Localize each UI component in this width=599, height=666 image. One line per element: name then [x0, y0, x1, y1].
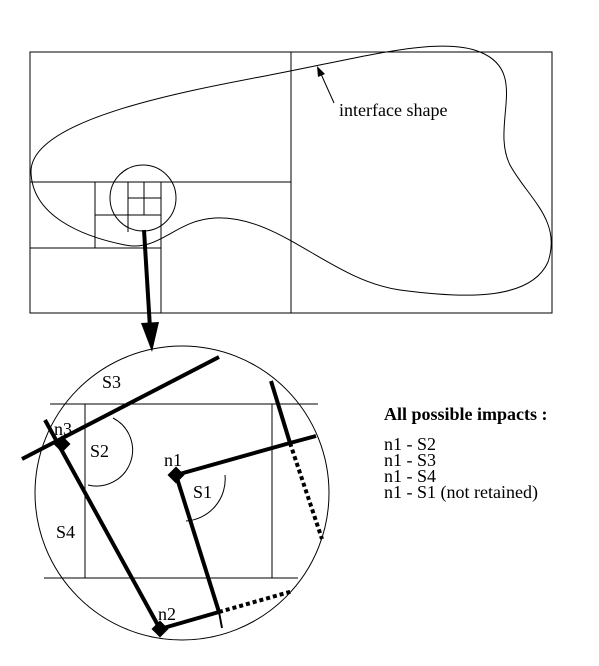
impacts-title: All possible impacts : — [384, 404, 548, 424]
thick-segment-upper-right — [289, 434, 317, 445]
label-n2: n2 — [158, 604, 176, 624]
zoomed-view — [21, 345, 330, 641]
dashed-segment-right — [288, 442, 324, 540]
zoom-circle-large — [34, 345, 330, 641]
thin-tick-bottom — [218, 611, 223, 629]
thick-segment-s4 — [43, 419, 162, 630]
impact-item: n1 - S2 — [384, 434, 436, 454]
interface-shape-pointer — [317, 66, 335, 104]
label-s1: S1 — [193, 482, 212, 502]
thick-segment-s1 — [175, 441, 291, 477]
node-n1 — [167, 466, 185, 484]
dashed-segment-bottom — [218, 589, 294, 614]
thick-segment-right-vertical — [174, 474, 221, 613]
impact-item: n1 - S3 — [384, 450, 436, 470]
label-s3: S3 — [102, 372, 121, 392]
label-s2: S2 — [90, 441, 109, 461]
label-n3: n3 — [54, 419, 72, 439]
interface-shape-label: interface shape — [339, 100, 447, 120]
quadtree-panel — [29, 45, 553, 314]
label-s4: S4 — [56, 522, 75, 542]
zoom-arrow — [141, 229, 159, 352]
angle-arc-s2 — [87, 417, 134, 487]
impacts-legend: All possible impacts : n1 - S2 n1 - S3 n… — [384, 404, 548, 503]
impact-item: n1 - S4 — [384, 466, 436, 486]
label-n1: n1 — [164, 450, 182, 470]
interface-shape-curve — [30, 45, 552, 296]
thick-segment-bottom — [159, 610, 220, 631]
impact-item: n1 - S1 (not retained) — [384, 482, 538, 503]
thick-segment-right-diagonal — [269, 380, 292, 444]
angle-arc-s1 — [185, 474, 226, 522]
node-n2 — [151, 620, 169, 638]
